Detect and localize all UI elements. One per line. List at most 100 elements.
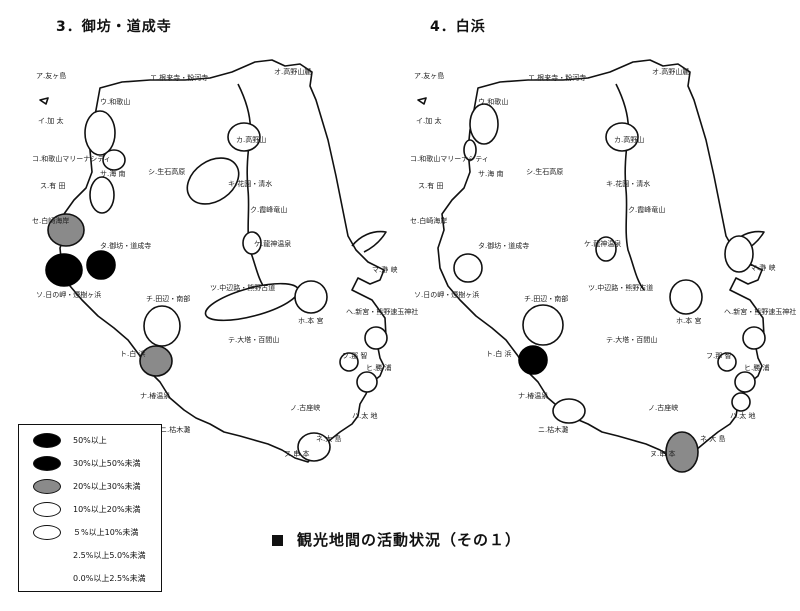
legend-symbol-none bbox=[33, 548, 61, 563]
circle-kushimoto bbox=[297, 432, 331, 462]
label-i: イ.加 太 bbox=[38, 116, 63, 125]
legend-item: 50%以上 bbox=[19, 431, 159, 451]
circle-ryujin-r bbox=[595, 236, 617, 262]
label-ni: ニ.枯木灘 bbox=[160, 425, 190, 434]
label-su: ス.有 田 bbox=[40, 181, 65, 190]
legend-item: 10%以上20%未満 bbox=[19, 500, 159, 520]
label-ko-r: コ.和歌山マリーナシティ bbox=[410, 154, 489, 163]
circle-koyasan bbox=[227, 122, 261, 152]
circle-kada-wakayama bbox=[84, 110, 116, 156]
label-nu-r: ヌ.串 本 bbox=[650, 449, 675, 458]
label-ho: ホ.本 宮 bbox=[298, 316, 323, 325]
label-se: セ.白崎海岸 bbox=[32, 216, 69, 225]
legend-item: 0.0%以上2.5%未満 bbox=[19, 569, 159, 589]
circle-oshima-r bbox=[665, 431, 699, 473]
label-ki: キ.花園・清水 bbox=[228, 179, 272, 188]
label-ka: カ.高野山 bbox=[236, 135, 266, 144]
label-o: オ.高野山麓 bbox=[274, 67, 311, 76]
label-to: ト.白 浜 bbox=[120, 349, 145, 358]
label-ma: マ.瀞 峡 bbox=[372, 265, 397, 274]
label-ko: コ.和歌山マリーナシティ bbox=[32, 154, 111, 163]
label-hi: ヒ.勝 浦 bbox=[366, 363, 391, 372]
label-o-r: オ.高野山麓 bbox=[652, 67, 689, 76]
label-i-r: イ.加 太 bbox=[416, 116, 441, 125]
legend-item: ５%以上10%未満 bbox=[19, 523, 159, 543]
panel-title-shirahama: 4．白浜 bbox=[430, 19, 486, 35]
label-ho-r: ホ.本 宮 bbox=[676, 316, 701, 325]
circle-tanabe bbox=[143, 305, 181, 347]
circle-toro-r bbox=[724, 235, 754, 273]
circle-kada-wakayama-r bbox=[469, 103, 499, 145]
label-to-r: ト.白 浜 bbox=[486, 349, 511, 358]
legend-symbol-none bbox=[33, 571, 61, 586]
map-gobo: ア.友ヶ島 エ.根来寺・粉河寺 オ.高野山麓 ウ.和歌山 イ.加 太 カ.高野山… bbox=[32, 59, 418, 463]
legend-symbol-white bbox=[33, 525, 61, 540]
label-ma-r: マ.瀞 峡 bbox=[750, 263, 775, 272]
label-ke-r: ケ.龍神温泉 bbox=[584, 239, 621, 248]
circle-kokinada-r bbox=[552, 398, 586, 424]
label-he-r: ヘ.新宮・熊野速玉神社 bbox=[724, 307, 796, 316]
label-so: ソ.日の岬・煙樹ヶ浜 bbox=[36, 290, 101, 299]
label-su-r: ス.有 田 bbox=[418, 181, 443, 190]
circle-marina bbox=[102, 149, 126, 171]
circle-katsuura-r bbox=[734, 371, 756, 393]
circle-koyasan-r bbox=[605, 122, 639, 152]
circle-ryujin bbox=[242, 231, 262, 255]
label-na-r: ナ.椿温泉 bbox=[518, 391, 548, 400]
label-no-r: ノ.古座峡 bbox=[648, 403, 678, 412]
legend-item: 2.5%以上5.0%未満 bbox=[19, 546, 159, 566]
label-tsu-r: ツ.中辺路・熊野古道 bbox=[588, 283, 653, 292]
label-shi-r: シ.生石高原 bbox=[526, 167, 563, 176]
label-he: ヘ.新宮・熊野速玉神社 bbox=[346, 307, 418, 316]
label-sa: サ.海 南 bbox=[100, 169, 125, 178]
label-fu: フ.那 智 bbox=[342, 351, 367, 360]
square-bullet-icon bbox=[272, 535, 283, 546]
label-fu-r: フ.那 智 bbox=[706, 351, 731, 360]
label-sa-r: サ.海 南 bbox=[478, 169, 503, 178]
circle-marina-r bbox=[463, 139, 477, 161]
label-ki-r: キ.花園・清水 bbox=[606, 179, 650, 188]
circle-hongu-r bbox=[669, 279, 703, 315]
circle-katsuura bbox=[356, 371, 378, 393]
label-ta-r: タ.御坊・道成寺 bbox=[478, 241, 529, 250]
circle-shingu-r bbox=[742, 326, 766, 350]
label-ne-r: ネ.大 島 bbox=[700, 434, 725, 443]
label-u: ウ.和歌山 bbox=[100, 97, 130, 106]
label-e-r: エ.根来寺・粉河寺 bbox=[528, 73, 586, 82]
legend-symbol-gray bbox=[33, 479, 61, 494]
figure-caption: 観光地間の活動状況（その１） bbox=[272, 529, 521, 550]
circle-taiji-r bbox=[731, 392, 751, 412]
circle-gobo bbox=[86, 250, 116, 280]
label-no: ノ.古座峡 bbox=[290, 403, 320, 412]
circle-arida bbox=[89, 176, 115, 214]
legend: 50%以上 30%以上50%未満 20%以上30%未満 10%以上20%未満 ５… bbox=[18, 424, 162, 592]
label-te: テ.大塔・百間山 bbox=[228, 335, 279, 344]
label-u-r: ウ.和歌山 bbox=[478, 97, 508, 106]
label-ka-r: カ.高野山 bbox=[614, 135, 644, 144]
legend-symbol-black bbox=[33, 433, 61, 448]
circle-shirahama-r bbox=[518, 345, 548, 375]
label-ku: ク.霞峰竜山 bbox=[250, 205, 287, 214]
circle-nachi-r bbox=[717, 352, 737, 372]
circle-shingu bbox=[364, 326, 388, 350]
label-chi: チ.田辺・南部 bbox=[146, 294, 190, 303]
panel-title-gobo: 3．御坊・道成寺 bbox=[56, 19, 172, 35]
label-a: ア.友ヶ島 bbox=[36, 71, 66, 80]
label-e: エ.根来寺・粉河寺 bbox=[150, 73, 208, 82]
circle-shirahama bbox=[139, 345, 173, 377]
label-ku-r: ク.霞峰竜山 bbox=[628, 205, 665, 214]
circle-gobo-r bbox=[453, 253, 483, 283]
circle-hinomisaki bbox=[45, 253, 83, 287]
label-nu: ヌ.串 本 bbox=[284, 449, 309, 458]
label-tsu: ツ.中辺路・熊野古道 bbox=[210, 283, 275, 292]
caption-text: 観光地間の活動状況（その１） bbox=[297, 531, 522, 549]
circle-nachi bbox=[339, 352, 359, 372]
label-so-r: ソ.日の岬・煙樹ヶ浜 bbox=[414, 290, 479, 299]
label-chi-r: チ.田辺・南部 bbox=[524, 294, 568, 303]
circle-shirasaki bbox=[47, 213, 85, 247]
label-ke: ケ.龍神温泉 bbox=[254, 239, 291, 248]
label-hi-r: ヒ.勝 浦 bbox=[744, 363, 769, 372]
label-ne: ネ.大 島 bbox=[316, 434, 341, 443]
label-ta: タ.御坊・道成寺 bbox=[100, 241, 151, 250]
